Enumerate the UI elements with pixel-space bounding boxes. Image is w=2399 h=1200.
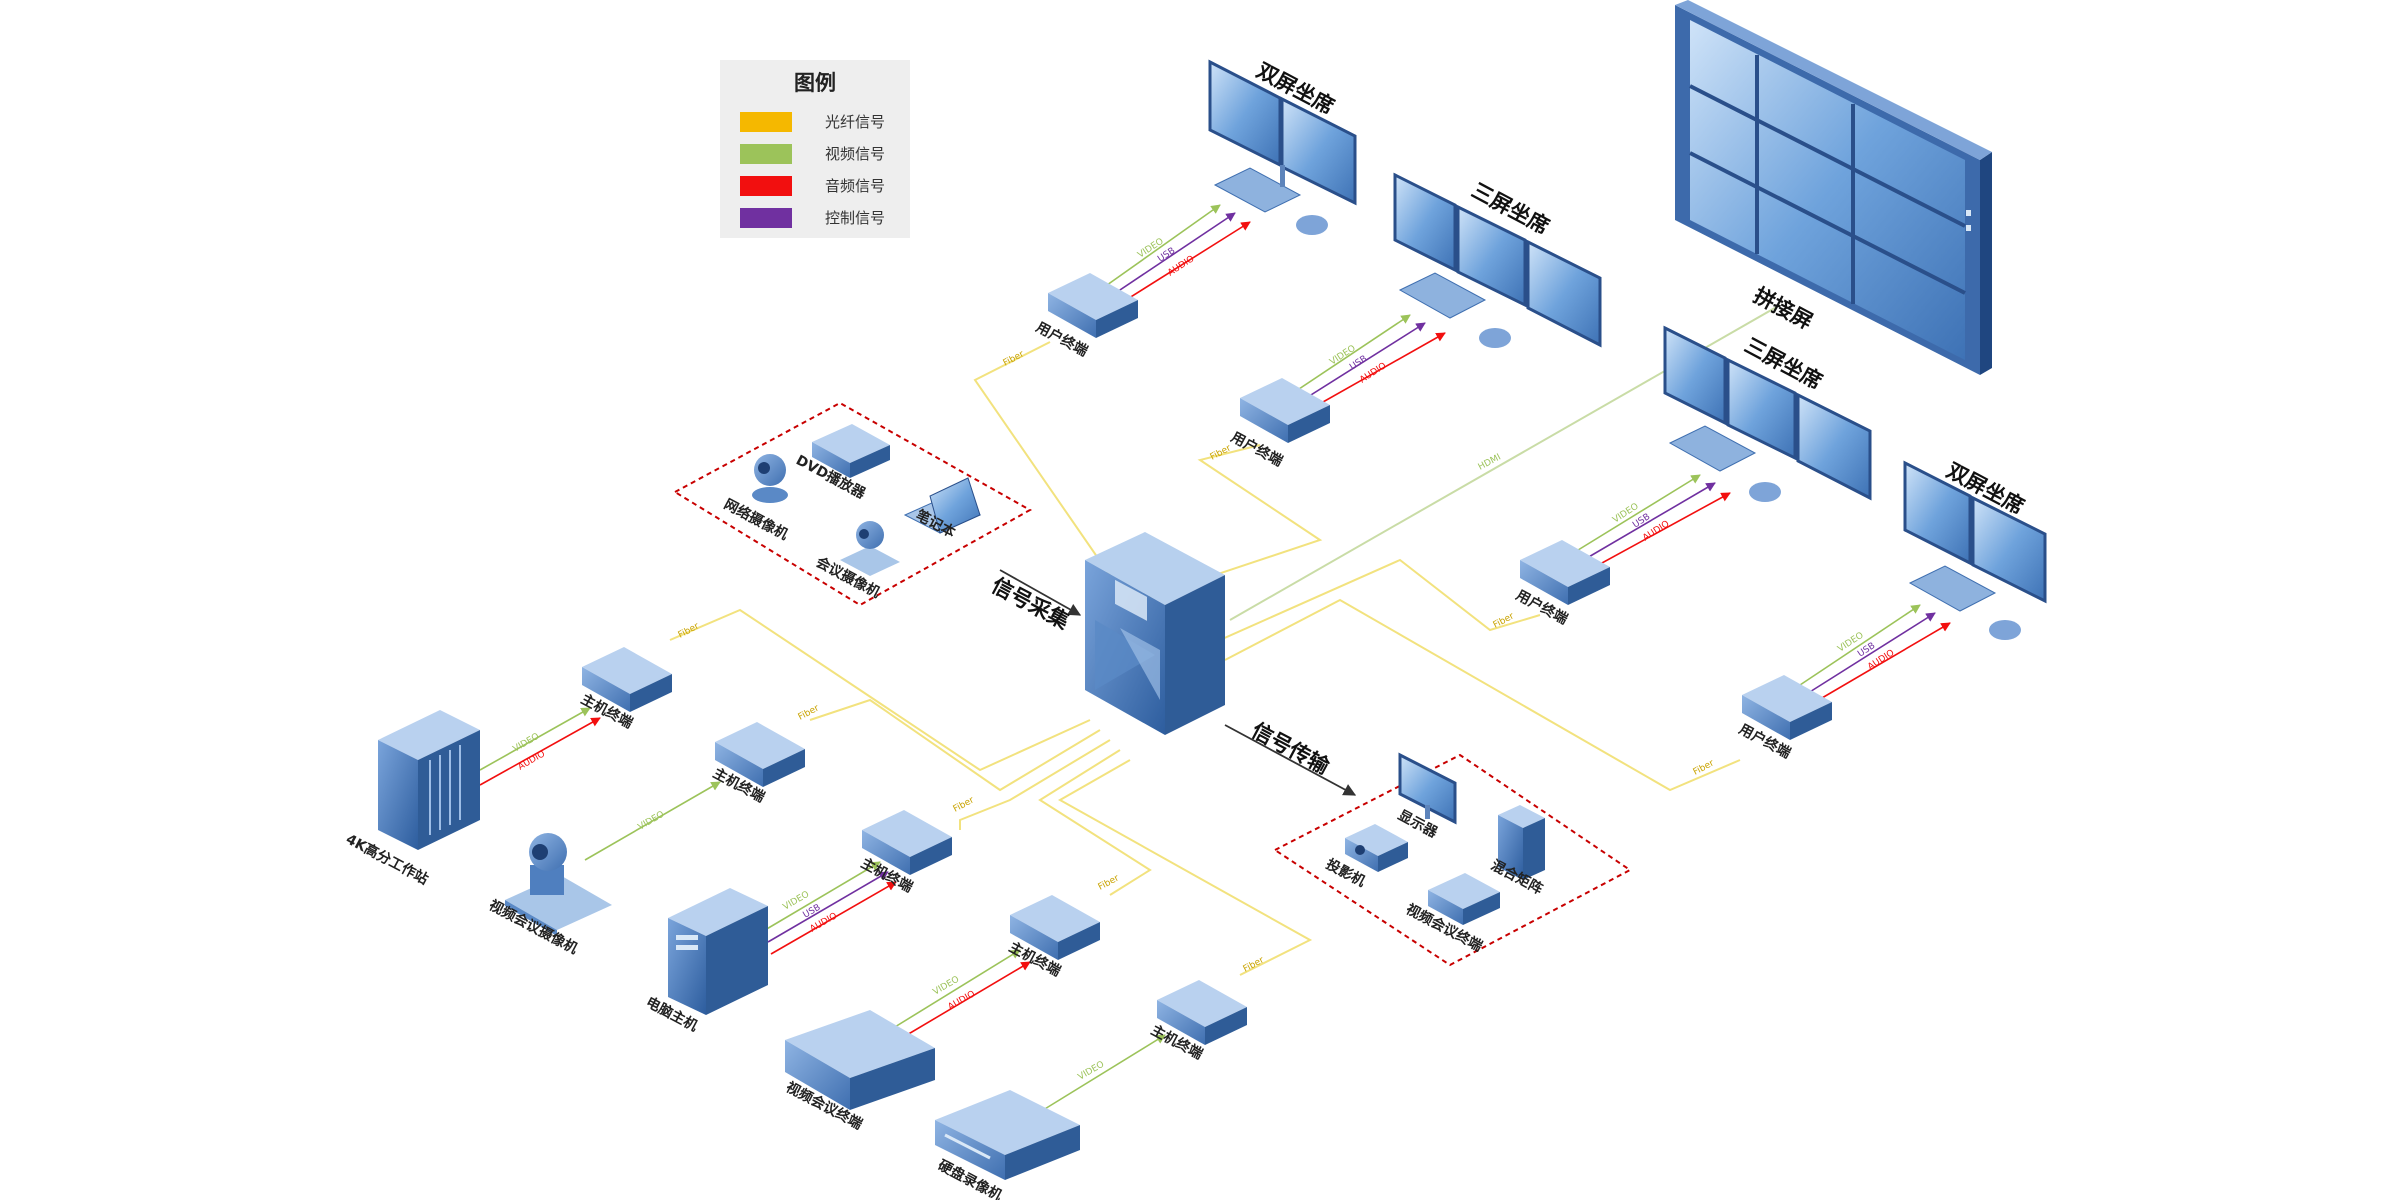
seat-top-dual bbox=[1208, 59, 1357, 235]
user-terminal-2 bbox=[1240, 378, 1330, 443]
fiber-line-ht3 bbox=[959, 739, 1111, 830]
tag-audio-ws: AUDIO bbox=[517, 749, 547, 772]
tag-video-cam: VIDEO bbox=[637, 810, 667, 833]
tag-video-ct: VIDEO bbox=[932, 975, 962, 998]
user-terminal-3 bbox=[1520, 540, 1610, 605]
conf-terminal-transmit bbox=[1428, 873, 1500, 925]
transmit-arrow bbox=[1224, 724, 1357, 796]
tag-fiber-3: Fiber bbox=[1492, 611, 1516, 630]
fiber-line-ut2 bbox=[1139, 444, 1323, 601]
seat-right-triple bbox=[1663, 325, 1872, 502]
legend-title: 图例 bbox=[794, 71, 836, 95]
user-terminal-4 bbox=[1742, 675, 1832, 740]
fiber-line-ht1 bbox=[669, 608, 1091, 772]
legend: 图例 光纤信号 视频信号 音频信号 控制信号 bbox=[720, 60, 910, 238]
disk-recorder bbox=[935, 1090, 1080, 1180]
tag-fiber-9: Fiber bbox=[1242, 955, 1266, 974]
projector bbox=[1345, 824, 1408, 872]
seat-top-triple bbox=[1393, 172, 1602, 348]
legend-swatch-control bbox=[740, 208, 792, 228]
tag-fiber-6: Fiber bbox=[797, 703, 821, 722]
legend-swatch-fiber bbox=[740, 112, 792, 132]
workstation-4k bbox=[378, 710, 480, 850]
section-label-transmit: 信号传输 bbox=[1248, 718, 1334, 779]
host-terminal-5 bbox=[1157, 980, 1247, 1045]
host-terminal-2 bbox=[715, 722, 805, 787]
tag-fiber-5: Fiber bbox=[677, 621, 701, 640]
tag-hdmi: HDMI bbox=[1477, 452, 1503, 472]
user-terminal-1 bbox=[1048, 273, 1138, 338]
network-camera bbox=[752, 454, 788, 503]
fiber-line-ut1 bbox=[973, 341, 1121, 591]
host-terminal-1 bbox=[582, 647, 672, 712]
legend-swatch-audio bbox=[740, 176, 792, 196]
tag-fiber-7: Fiber bbox=[952, 795, 976, 814]
pc-host bbox=[668, 888, 768, 1015]
tag-fiber-1: Fiber bbox=[1002, 349, 1026, 368]
fiber-line-ht2 bbox=[809, 698, 1101, 792]
video-wall-label: 拼接屏 bbox=[1750, 283, 1817, 334]
dvd-player bbox=[812, 424, 890, 478]
network-camera-label: 网络摄像机 bbox=[721, 496, 791, 544]
meeting-camera bbox=[840, 521, 900, 576]
legend-label-video: 视频信号 bbox=[825, 145, 885, 163]
fiber-line-ut4 bbox=[1224, 598, 1741, 792]
fiber-line-ht5 bbox=[1057, 759, 1313, 976]
video-wall bbox=[1675, 0, 1992, 375]
legend-label-fiber: 光纤信号 bbox=[825, 113, 885, 131]
collect-group-box bbox=[672, 401, 1033, 607]
central-kvm-matrix bbox=[1085, 532, 1225, 735]
mixed-matrix bbox=[1498, 805, 1545, 880]
fiber-line-ht4 bbox=[1038, 749, 1152, 896]
host-terminal-4 bbox=[1010, 895, 1100, 960]
seat-right-dual bbox=[1903, 460, 2047, 640]
tag-usb-ut2: USB bbox=[1348, 354, 1369, 372]
transmit-group-box bbox=[1273, 753, 1632, 967]
display-monitor bbox=[1398, 752, 1457, 825]
legend-label-audio: 音频信号 bbox=[825, 177, 885, 195]
tag-video-rec: VIDEO bbox=[1077, 1060, 1107, 1083]
fiber-line-ut3 bbox=[1219, 558, 1541, 641]
signal-triplets bbox=[1099, 204, 1951, 706]
source-signal-lines bbox=[479, 707, 1166, 1116]
legend-label-control: 控制信号 bbox=[825, 209, 885, 227]
laptop bbox=[903, 477, 982, 534]
tag-usb-pc: USB bbox=[802, 903, 823, 921]
conf-terminal-source bbox=[785, 1010, 935, 1110]
conf-camera-large bbox=[505, 833, 612, 936]
legend-swatch-video bbox=[740, 144, 792, 164]
collect-arrow bbox=[999, 569, 1082, 616]
host-terminal-3 bbox=[862, 810, 952, 875]
tag-fiber-2: Fiber bbox=[1209, 443, 1233, 462]
